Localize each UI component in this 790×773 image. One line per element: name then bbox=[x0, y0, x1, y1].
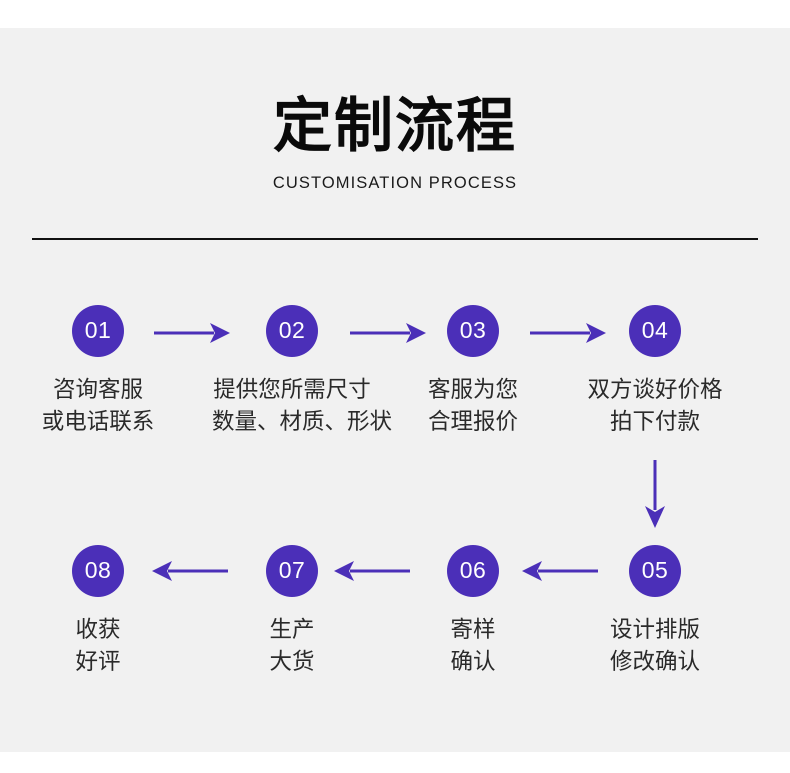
step-06[interactable]: 06 寄样 确认 bbox=[393, 545, 553, 679]
step-07-label-line2: 大货 bbox=[269, 648, 315, 675]
content-panel bbox=[0, 28, 790, 752]
step-01-number: 01 bbox=[84, 316, 112, 343]
step-01-label-line2: 或电话联系 bbox=[41, 408, 155, 435]
step-05-label-line1: 设计排版 bbox=[609, 617, 700, 643]
step-07-label: 生产 大货 bbox=[212, 615, 372, 679]
step-07-circle[interactable]: 07 bbox=[266, 545, 318, 597]
step-03-circle[interactable]: 03 bbox=[447, 305, 499, 357]
step-01-label-line1: 咨询客服 bbox=[52, 377, 143, 403]
page-title: 定制流程 bbox=[272, 91, 517, 160]
step-02-label-line2: 数量、材质、形状 bbox=[212, 408, 393, 435]
step-03[interactable]: 03 客服为您 合理报价 bbox=[393, 305, 553, 439]
step-03-label-line1: 客服为您 bbox=[427, 377, 518, 403]
arrow-left-icon-1 bbox=[150, 558, 230, 584]
arrow-left-icon-2 bbox=[332, 558, 412, 584]
step-08-label-line1: 收获 bbox=[75, 617, 121, 643]
step-02-label: 提供您所需尺寸 数量、材质、形状 bbox=[212, 375, 393, 439]
step-05-label: 设计排版 修改确认 bbox=[575, 615, 735, 679]
step-06-circle[interactable]: 06 bbox=[447, 545, 499, 597]
page-subtitle: CUSTOMISATION PROCESS bbox=[272, 174, 518, 192]
step-06-number: 06 bbox=[459, 556, 487, 583]
step-02-label-line1: 提供您所需尺寸 bbox=[213, 377, 371, 403]
header-divider bbox=[32, 238, 758, 240]
step-04-label-line1: 双方谈好价格 bbox=[587, 377, 723, 403]
arrow-down-icon bbox=[642, 458, 668, 535]
step-06-label-line2: 确认 bbox=[450, 648, 496, 675]
step-05-label-line2: 修改确认 bbox=[609, 648, 700, 675]
step-08-circle[interactable]: 08 bbox=[72, 545, 124, 597]
step-08-label-line2: 好评 bbox=[75, 648, 121, 675]
step-05-number: 05 bbox=[641, 556, 669, 583]
arrow-right-icon-1 bbox=[152, 320, 232, 346]
step-06-label-line1: 寄样 bbox=[450, 617, 496, 643]
step-03-number: 03 bbox=[459, 316, 487, 343]
step-04-label: 双方谈好价格 拍下付款 bbox=[575, 375, 735, 439]
step-08-label: 收获 好评 bbox=[18, 615, 178, 679]
step-07[interactable]: 07 生产 大货 bbox=[212, 545, 372, 679]
step-04-label-line2: 拍下付款 bbox=[609, 408, 700, 435]
step-05[interactable]: 05 设计排版 修改确认 bbox=[575, 545, 735, 679]
step-01-label: 咨询客服 或电话联系 bbox=[18, 375, 178, 439]
step-04-number: 04 bbox=[641, 316, 669, 343]
step-08[interactable]: 08 收获 好评 bbox=[18, 545, 178, 679]
step-03-label-line2: 合理报价 bbox=[427, 408, 518, 435]
step-03-label: 客服为您 合理报价 bbox=[393, 375, 553, 439]
step-01-circle[interactable]: 01 bbox=[72, 305, 124, 357]
step-05-circle[interactable]: 05 bbox=[629, 545, 681, 597]
step-07-label-line1: 生产 bbox=[269, 617, 315, 643]
step-06-label: 寄样 确认 bbox=[393, 615, 553, 679]
arrow-right-icon-3 bbox=[528, 320, 608, 346]
step-04-circle[interactable]: 04 bbox=[629, 305, 681, 357]
step-01[interactable]: 01 咨询客服 或电话联系 bbox=[18, 305, 178, 439]
arrow-right-icon-2 bbox=[348, 320, 428, 346]
step-02-number: 02 bbox=[278, 316, 306, 343]
arrow-left-icon-3 bbox=[520, 558, 600, 584]
step-02[interactable]: 02 提供您所需尺寸 数量、材质、形状 bbox=[212, 305, 393, 439]
step-08-number: 08 bbox=[84, 556, 112, 583]
step-02-circle[interactable]: 02 bbox=[266, 305, 318, 357]
step-07-number: 07 bbox=[278, 556, 306, 583]
step-04[interactable]: 04 双方谈好价格 拍下付款 bbox=[575, 305, 735, 439]
header: 定制流程 CUSTOMISATION PROCESS bbox=[0, 96, 790, 193]
